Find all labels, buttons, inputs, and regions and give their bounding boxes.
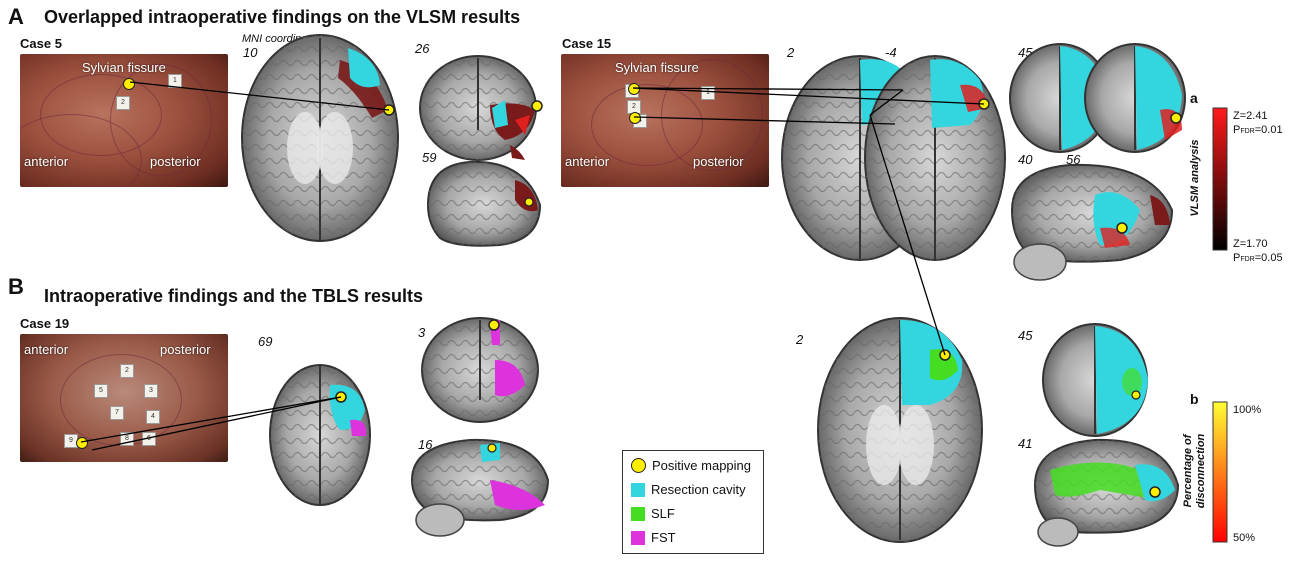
case19-coord-axial: 69	[258, 334, 273, 349]
legend-item-positive-mapping: Positive mapping	[631, 458, 751, 473]
vlsm-colorbar	[1212, 107, 1228, 251]
scale-b-letter: b	[1190, 391, 1199, 407]
legend: Positive mapping Resection cavity SLF FS…	[622, 450, 764, 554]
scale-b-title: Percentage of disconnection	[1182, 416, 1208, 526]
case5-coronal-slice	[419, 55, 543, 161]
case19-tag: 3	[144, 384, 158, 398]
case15-anterior: anterior	[565, 154, 610, 169]
case15b-coord-coronal: 45	[1018, 328, 1033, 343]
scale-b-title-line1: Percentage of	[1182, 434, 1194, 508]
connector-lines	[80, 81, 985, 451]
case5-axial-slice	[241, 34, 399, 242]
case5-anterior: anterior	[24, 154, 69, 169]
case5-coord-sagittal: 59	[422, 150, 437, 165]
case19-axial-slice	[269, 364, 371, 506]
legend-item-resection-cavity: Resection cavity	[631, 482, 746, 497]
slf-swatch	[631, 506, 645, 521]
case15-coord-sagittal-2: 56	[1066, 152, 1081, 167]
case15-sylvian-fissure: Sylvian fissure	[615, 60, 699, 75]
case15-coronal-slice-2	[1084, 43, 1186, 153]
case5-tag: 2	[116, 96, 130, 110]
case19-tag: 7	[110, 406, 124, 420]
scale-b-title-line2: disconnection	[1195, 433, 1207, 509]
case15-posterior: posterior	[693, 154, 744, 169]
case19-tag: 5	[94, 384, 108, 398]
resection-cavity-swatch	[631, 482, 645, 497]
case19-coronal-slice	[421, 317, 539, 423]
panel-a-letter: A	[8, 4, 24, 29]
case19-tag: 2	[120, 364, 134, 378]
fst-swatch	[631, 530, 645, 545]
scale-a-letter: a	[1190, 90, 1198, 106]
case19-tag: 8	[120, 432, 134, 446]
legend-label: FST	[651, 530, 676, 545]
case15-axial-slice-2	[864, 55, 1006, 261]
case5-sylvian-fissure: Sylvian fissure	[82, 60, 166, 75]
case5-label: Case 5	[20, 36, 62, 51]
case15b-coord-axial: 2	[796, 332, 804, 347]
case15-intraoperative-photo: Sylvian fissure anterior posterior 1 2 3…	[561, 54, 769, 187]
case15-label: Case 15	[562, 36, 612, 51]
scale-a-top-z: Z=2.41	[1233, 110, 1268, 122]
scale-b-bottom: 50%	[1233, 532, 1256, 544]
case5-positive-mapping-marker	[123, 78, 135, 90]
legend-item-slf: SLF	[631, 506, 675, 521]
case19-posterior: posterior	[160, 342, 211, 357]
case19-tag: 4	[146, 410, 160, 424]
case15-coord-axial-1: 2	[787, 45, 795, 60]
case5-coord-axial: 10	[243, 45, 258, 60]
legend-item-fst: FST	[631, 530, 676, 545]
legend-label: SLF	[651, 506, 675, 521]
panel-a-title: Overlapped intraoperative findings on th…	[44, 7, 521, 27]
case19-tag: 9	[64, 434, 78, 448]
case19-anterior: anterior	[24, 342, 69, 357]
scale-a-bottom-z: Z=1.70	[1233, 238, 1268, 250]
case19-coord-sagittal: 16	[418, 437, 433, 452]
legend-label: Resection cavity	[651, 482, 746, 497]
case19-label: Case 19	[20, 316, 70, 331]
case15-coord-sagittal-1: 40	[1018, 152, 1033, 167]
scale-a-title: VLSM analysis	[1189, 139, 1201, 217]
case5-sagittal-slice	[426, 160, 542, 247]
legend-label: Positive mapping	[652, 458, 751, 473]
case15-positive-mapping-marker	[629, 112, 641, 124]
scale-a-bottom-p: PFDR=0.05	[1233, 252, 1283, 264]
scale-b-top: 100%	[1233, 404, 1262, 416]
case15-positive-mapping-marker	[628, 83, 640, 95]
case5-coord-coronal: 26	[415, 41, 430, 56]
case15-sagittal-slice	[1010, 163, 1174, 281]
case15b-axial-slice	[817, 317, 983, 543]
scale-a-top-p: PFDR=0.01	[1233, 124, 1283, 136]
case19-intraoperative-photo: anterior posterior 2 3 4 5 6 7 8 9	[20, 334, 228, 462]
panel-b-title: Intraoperative findings and the TBLS res…	[44, 286, 424, 306]
positive-mapping-swatch	[631, 458, 646, 473]
case15b-sagittal-slice	[1033, 438, 1180, 547]
case15-tag: 1	[701, 86, 715, 100]
case15b-coronal-slice	[1042, 323, 1148, 437]
panel-b-letter: B	[8, 274, 24, 299]
case19-sagittal-slice	[410, 438, 550, 537]
case19-coord-coronal: 3	[418, 325, 426, 340]
case5-posterior: posterior	[150, 154, 201, 169]
case19-positive-mapping-marker	[76, 437, 88, 449]
case15-coord-axial-2: -4	[885, 45, 897, 60]
disconnection-colorbar	[1212, 401, 1228, 543]
case5-intraoperative-photo: Sylvian fissure anterior posterior 1 2	[20, 54, 228, 187]
case15b-coord-sagittal: 41	[1018, 436, 1033, 451]
